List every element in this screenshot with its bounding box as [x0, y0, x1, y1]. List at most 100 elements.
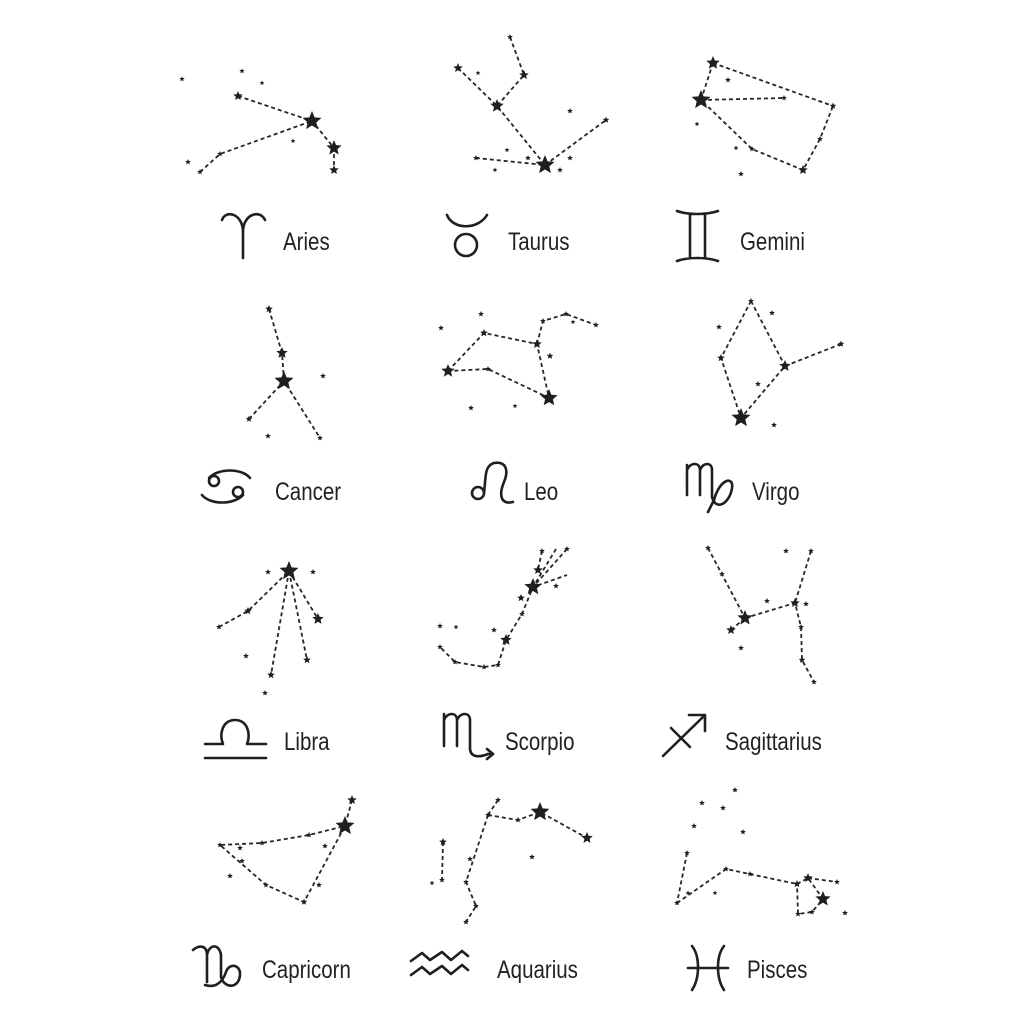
star-icon — [437, 623, 443, 629]
constellation-line — [544, 119, 607, 166]
star-icon — [347, 795, 357, 804]
star-icon — [227, 873, 233, 879]
constellation-line — [218, 570, 290, 628]
star-icon — [674, 900, 680, 906]
sagittarius-symbol-icon — [661, 713, 707, 758]
star-icon — [326, 140, 342, 155]
star-icon — [519, 70, 529, 79]
star-icon — [793, 880, 801, 888]
star-icon — [491, 627, 497, 633]
star-icon — [239, 68, 245, 74]
star-icon — [500, 634, 512, 645]
constellation-line — [750, 300, 786, 367]
star-icon — [842, 910, 848, 916]
star-icon — [306, 832, 312, 838]
star-icon — [329, 165, 339, 174]
sign-label-leo: Leo — [524, 477, 558, 505]
star-icon — [803, 873, 813, 882]
star-icon — [463, 919, 469, 925]
star-icon — [706, 56, 720, 69]
star-icon — [699, 800, 705, 806]
star-icon — [798, 165, 808, 174]
star-icon — [267, 671, 275, 679]
star-icon — [216, 624, 222, 630]
star-icon — [468, 405, 474, 411]
star-icon — [262, 690, 268, 696]
star-icon — [290, 138, 296, 143]
star-icon — [515, 817, 521, 823]
star-icon — [781, 95, 787, 101]
star-icon — [716, 324, 722, 330]
sign-label-gemini: Gemini — [740, 227, 805, 255]
star-icon — [303, 656, 311, 664]
constellation-line — [288, 570, 308, 661]
star-icon — [439, 877, 445, 883]
sign-label-libra: Libra — [284, 727, 330, 755]
star-icon — [481, 664, 487, 670]
star-icon — [694, 121, 700, 126]
sign-label-aquarius: Aquarius — [497, 955, 578, 983]
star-icon — [691, 823, 697, 829]
star-icon — [453, 63, 463, 72]
constellation-scorpio — [437, 546, 570, 670]
sign-label-capricorn: Capricorn — [262, 955, 351, 983]
star-icon — [185, 159, 191, 165]
star-icon — [320, 373, 326, 379]
constellation-line — [712, 62, 834, 107]
star-icon — [279, 561, 299, 580]
constellation-line — [288, 570, 319, 620]
star-icon — [259, 840, 265, 846]
constellation-line — [536, 313, 597, 345]
star-icon — [475, 70, 481, 75]
star-icon — [723, 866, 729, 872]
star-icon — [495, 797, 501, 803]
star-icon — [712, 890, 718, 895]
constellation-line — [676, 852, 688, 904]
star-icon — [834, 879, 840, 885]
constellation-libra — [216, 561, 324, 696]
star-icon — [335, 816, 355, 835]
star-icon — [817, 136, 823, 142]
star-icon — [811, 679, 817, 685]
star-icon — [217, 151, 223, 157]
star-icon — [719, 571, 725, 577]
star-icon — [179, 76, 185, 82]
star-icon — [517, 594, 525, 602]
constellation-aquarius — [429, 797, 593, 925]
star-icon — [437, 644, 443, 650]
virgo-symbol-icon — [685, 462, 734, 514]
sign-label-aries: Aries — [283, 227, 330, 255]
star-icon — [540, 389, 558, 406]
star-icon — [244, 607, 252, 615]
scorpio-symbol-icon — [442, 712, 495, 761]
star-icon — [263, 882, 269, 888]
star-icon — [452, 659, 458, 665]
star-icon — [737, 610, 753, 625]
star-icon — [265, 433, 271, 439]
star-icon — [731, 408, 751, 427]
star-icon — [519, 611, 525, 617]
star-icon — [237, 845, 243, 851]
star-icon — [755, 381, 761, 387]
sign-label-cancer: Cancer — [275, 477, 341, 505]
star-icon — [593, 322, 599, 328]
libra-symbol-icon — [203, 718, 268, 760]
star-icon — [685, 890, 691, 895]
star-icon — [779, 360, 791, 371]
star-icon — [473, 155, 479, 161]
star-icon — [265, 305, 273, 313]
star-icon — [809, 909, 815, 915]
star-icon — [567, 155, 573, 161]
star-icon — [480, 329, 488, 337]
star-icon — [441, 364, 455, 377]
star-icon — [302, 111, 322, 130]
aries-symbol-icon — [220, 212, 267, 260]
star-icon — [738, 645, 744, 651]
constellation-pisces — [674, 787, 848, 917]
sign-label-scorpio: Scorpio — [505, 727, 575, 755]
star-icon — [524, 578, 542, 595]
constellation-line — [699, 62, 834, 172]
constellation-line — [270, 570, 290, 676]
star-icon — [798, 624, 804, 630]
